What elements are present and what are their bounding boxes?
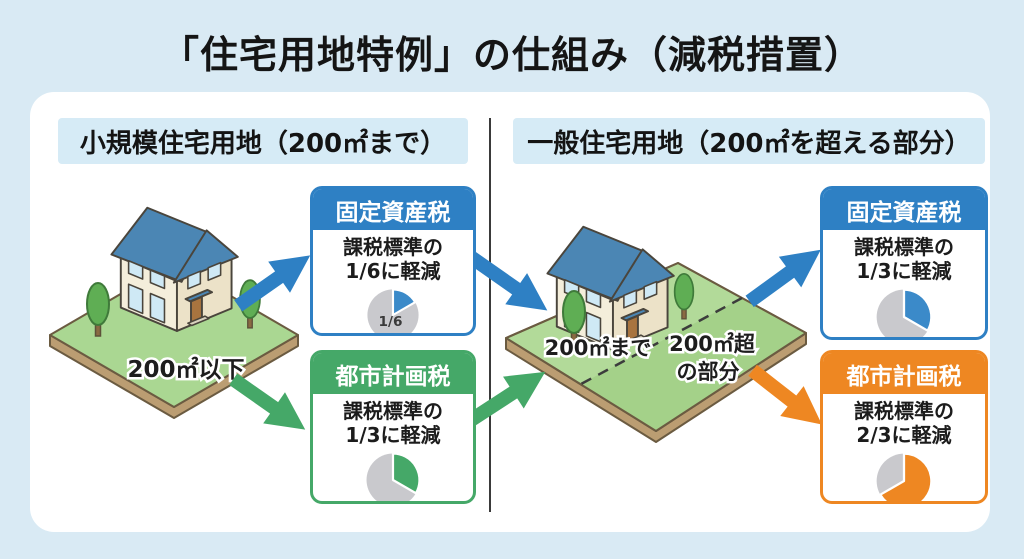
arrow-land-to-fixed-asset-right [745, 249, 821, 308]
general-residential-land-illustration: 200㎡まで 200㎡超 の部分 [505, 225, 807, 443]
tax-box-text-line1: 課税標準の [343, 399, 443, 423]
tax-box-text-line1: 課税標準の [343, 235, 443, 259]
tax-box-header: 都市計画税 [823, 353, 985, 394]
right-land-excess-label-line2: の部分 [677, 360, 740, 384]
arrow-land-to-city-planning-right [748, 364, 822, 425]
arrow-city-planning-to-general-land [459, 371, 546, 432]
arrow-fixed-asset-to-general-land [463, 248, 548, 311]
tax-box-text-line2: 1/3に軽減 [856, 259, 952, 284]
house-icon [546, 225, 675, 351]
right-land-excess-label-line1: 200㎡超 [669, 332, 756, 356]
arrow-land-to-fixed-asset-left [234, 255, 311, 312]
right-section-header: 一般住宅用地（200㎡を超える部分） [513, 118, 985, 164]
land-surface-excess [581, 298, 806, 431]
page-title: 「住宅用地特例」の仕組み（減税措置） [160, 33, 863, 77]
tax-box-header: 固定資産税 [823, 189, 985, 230]
section-divider [489, 118, 491, 512]
arrow-land-to-city-planning-left [229, 373, 306, 430]
pie-chart-one-sixth: 1/6 [367, 288, 419, 333]
pie-fraction-label: 1/6 [378, 314, 402, 330]
city-planning-tax-box-left: 都市計画税 課税標準の 1/3に軽減 [310, 350, 476, 504]
pie-chart-two-thirds [876, 452, 933, 501]
tax-box-text-line2: 1/3に軽減 [345, 423, 441, 448]
land-division-dashed-line [580, 296, 743, 386]
tax-box-text-line1: 課税標準の [854, 235, 954, 259]
left-section-header: 小規模住宅用地（200㎡まで） [58, 118, 468, 164]
fixed-asset-tax-box-right: 固定資産税 課税標準の 1/3に軽減 [820, 186, 988, 340]
right-land-within-label: 200㎡まで [545, 336, 652, 360]
tax-box-header: 都市計画税 [313, 353, 473, 394]
left-land-label: 200㎡以下 [127, 356, 244, 383]
tax-box-text-line1: 課税標準の [854, 399, 954, 423]
fixed-asset-tax-box-left: 固定資産税 課税標準の 1/6に軽減 1/6 [310, 186, 476, 336]
tax-box-text-line2: 2/3に軽減 [856, 423, 952, 448]
house-icon [110, 206, 239, 332]
pie-chart-one-third [876, 288, 933, 337]
tax-box-header: 固定資産税 [313, 189, 473, 230]
tax-box-text-line2: 1/6に軽減 [345, 259, 441, 284]
pie-chart-one-third [366, 452, 421, 501]
city-planning-tax-box-right: 都市計画税 課税標準の 2/3に軽減 [820, 350, 988, 504]
